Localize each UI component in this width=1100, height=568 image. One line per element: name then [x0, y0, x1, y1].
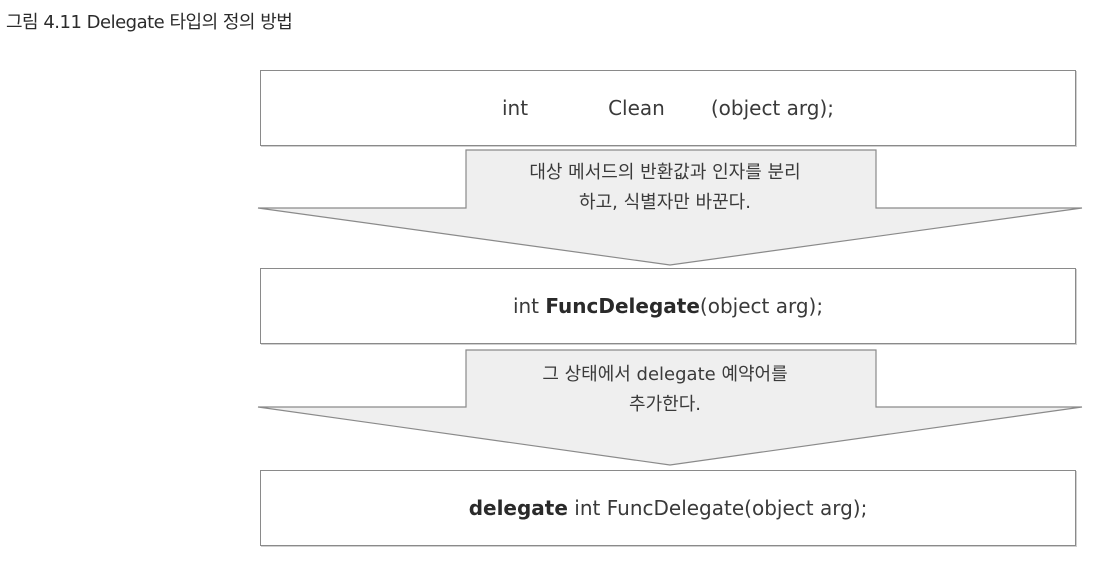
arrow-2-line-2: 추가한다. — [629, 394, 701, 415]
return-type-text: int — [502, 96, 529, 120]
identifier-text: Clean — [608, 96, 665, 120]
parameters-text: (object arg); — [710, 96, 834, 120]
figure-caption: 그림 4.11 Delegate 타입의 정의 방법 — [6, 12, 293, 33]
arrow-2-label: 그 상태에서 delegate 예약어를 추가한다. — [470, 360, 860, 420]
delegate-keyword-text: delegate — [468, 496, 568, 520]
delegate-name-text: FuncDelegate — [545, 294, 700, 318]
arrow-1-line-1: 대상 메서드의 반환값과 인자를 분리 — [529, 162, 801, 183]
parameters-text: (object arg); — [699, 294, 824, 318]
declaration-text: int FuncDelegate(object arg); — [567, 496, 868, 520]
return-type-text: int — [512, 294, 546, 318]
arrow-1-label: 대상 메서드의 반환값과 인자를 분리 하고, 식별자만 바꾼다. — [470, 158, 860, 218]
down-arrow-2 — [257, 349, 1083, 466]
signature-box-renamed: int FuncDelegate(object arg); — [260, 268, 1076, 344]
arrow-2-line-1: 그 상태에서 delegate 예약어를 — [542, 364, 788, 385]
signature-box-original: int Clean (object arg); — [260, 70, 1076, 146]
signature-box-delegate: delegate int FuncDelegate(object arg); — [260, 470, 1076, 546]
down-arrow-1 — [257, 149, 1083, 266]
arrow-1-line-2: 하고, 식별자만 바꾼다. — [579, 192, 751, 213]
